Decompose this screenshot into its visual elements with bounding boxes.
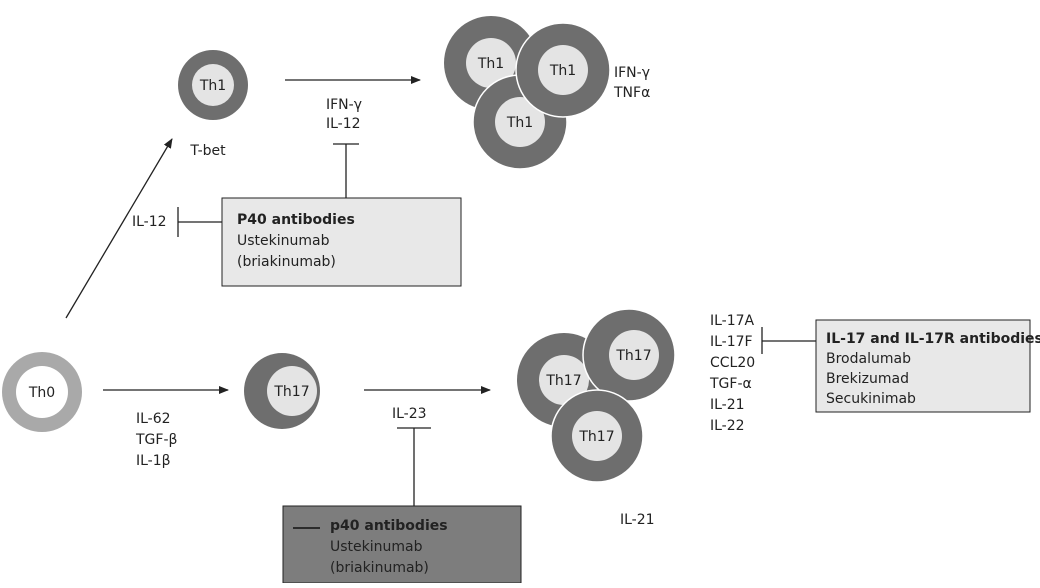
th1-cluster-label-2: Th1 [549,63,576,79]
cytokine-il1-beta: IL-1β [136,453,171,469]
arrow-th0-to-th1 [65,138,173,319]
th0-cell: Th0 [2,352,82,432]
th1-cluster-label-1: Th1 [477,56,504,72]
il17-box-rect [815,319,1031,413]
th17-cluster-label-2: Th17 [615,348,651,364]
th1-label: Th1 [199,78,226,94]
th17-input-cytokines: IL-62 TGF-β IL-1β [135,411,177,469]
cytokine-il17a: IL-17A [710,313,755,329]
cytokine-ccl20: CCL20 [710,355,755,371]
cytokine-il12: IL-12 [326,116,361,132]
p40-box-top-line-2: (briakinumab) [237,254,336,270]
th1-inhibited-cytokines: IFN-γ IL-12 [326,97,362,132]
cytokine-tgf-beta: TGF-β [135,432,177,448]
il17-box-line-3: Secukinimab [826,391,916,407]
th1-cluster: Th1 Th1 Th1 [444,16,611,170]
cytokine-tgf-alpha: TGF-α [709,376,752,392]
cytokine-il17f: IL-17F [710,334,753,350]
th17-cluster: Th17 Th17 Th17 [517,308,676,483]
p40-box-bottom-title: p40 antibodies [330,518,448,534]
th0-cell-inner [16,366,68,418]
il17-box-title: IL-17 and IL-17R antibodies [826,331,1040,347]
cytokine-ifn-gamma-out: IFN-γ [614,65,650,81]
th1-cluster-label-3: Th1 [506,115,533,131]
p40-box-top-title: P40 antibodies [237,212,355,228]
cytokine-il23: IL-23 [392,406,427,422]
il21-bottom-label: IL-21 [620,512,655,528]
th17-output-cytokines: IL-17A IL-17F CCL20 TGF-α IL-21 IL-22 [709,313,755,434]
cytokine-tnf-alpha-out: TNFα [613,85,650,101]
th17-cell: Th17 [244,353,320,429]
th17-cluster-label-1: Th17 [545,373,581,389]
th17-cluster-label-3: Th17 [578,429,614,445]
p40-antibodies-box-top: P40 antibodies Ustekinumab (briakinumab) [221,197,462,287]
th1-output-cytokines: IFN-γ TNFα [613,65,650,101]
p40-box-bottom-line-1: Ustekinumab [330,539,423,555]
th17-label: Th17 [273,384,309,400]
th0-label: Th0 [28,385,55,401]
th1-cell: Th1 [178,50,248,120]
p40-box-bottom-line-2: (briakinumab) [330,560,429,576]
p40-antibodies-box-bottom: p40 antibodies Ustekinumab (briakinumab) [282,505,522,584]
il17-antibodies-box: IL-17 and IL-17R antibodies Brodalumab B… [815,319,1040,413]
cytokine-il21: IL-21 [710,397,745,413]
cytokine-il22: IL-22 [710,418,745,434]
th17-cell-inner [267,366,317,416]
th17-cluster-cell-2: Th17 [582,308,676,402]
il12-left-label: IL-12 [132,214,167,230]
il17-box-line-1: Brodalumab [826,351,911,367]
il17-box-line-2: Brekizumad [826,371,909,387]
tbet-label: T-bet [189,143,226,159]
p40-box-top-rect [221,197,462,287]
cytokine-ifn-gamma: IFN-γ [326,97,362,113]
th17-cluster-cell-3: Th17 [550,389,644,483]
th1-cell-inner [192,64,234,106]
cytokine-il62: IL-62 [136,411,171,427]
p40-box-bottom-rect [282,505,522,584]
p40-box-top-line-1: Ustekinumab [237,233,330,249]
th1-cluster-cell-2: Th1 [515,22,611,118]
